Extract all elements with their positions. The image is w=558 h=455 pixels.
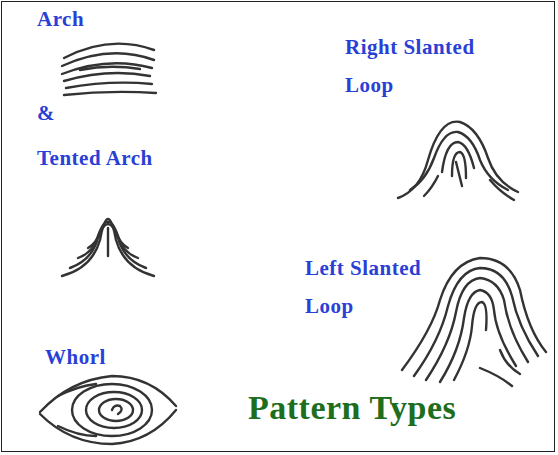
pattern-label: Tented Arch <box>37 139 197 177</box>
pattern-label: Whorl <box>45 338 165 376</box>
conjunction-label: & <box>37 94 77 132</box>
pattern-label: Left Slanted Loop <box>305 249 465 325</box>
pattern-label: Arch <box>37 0 157 38</box>
diagram-title: Pattern Types <box>248 388 456 428</box>
pattern-label: Right Slanted Loop <box>345 28 495 104</box>
